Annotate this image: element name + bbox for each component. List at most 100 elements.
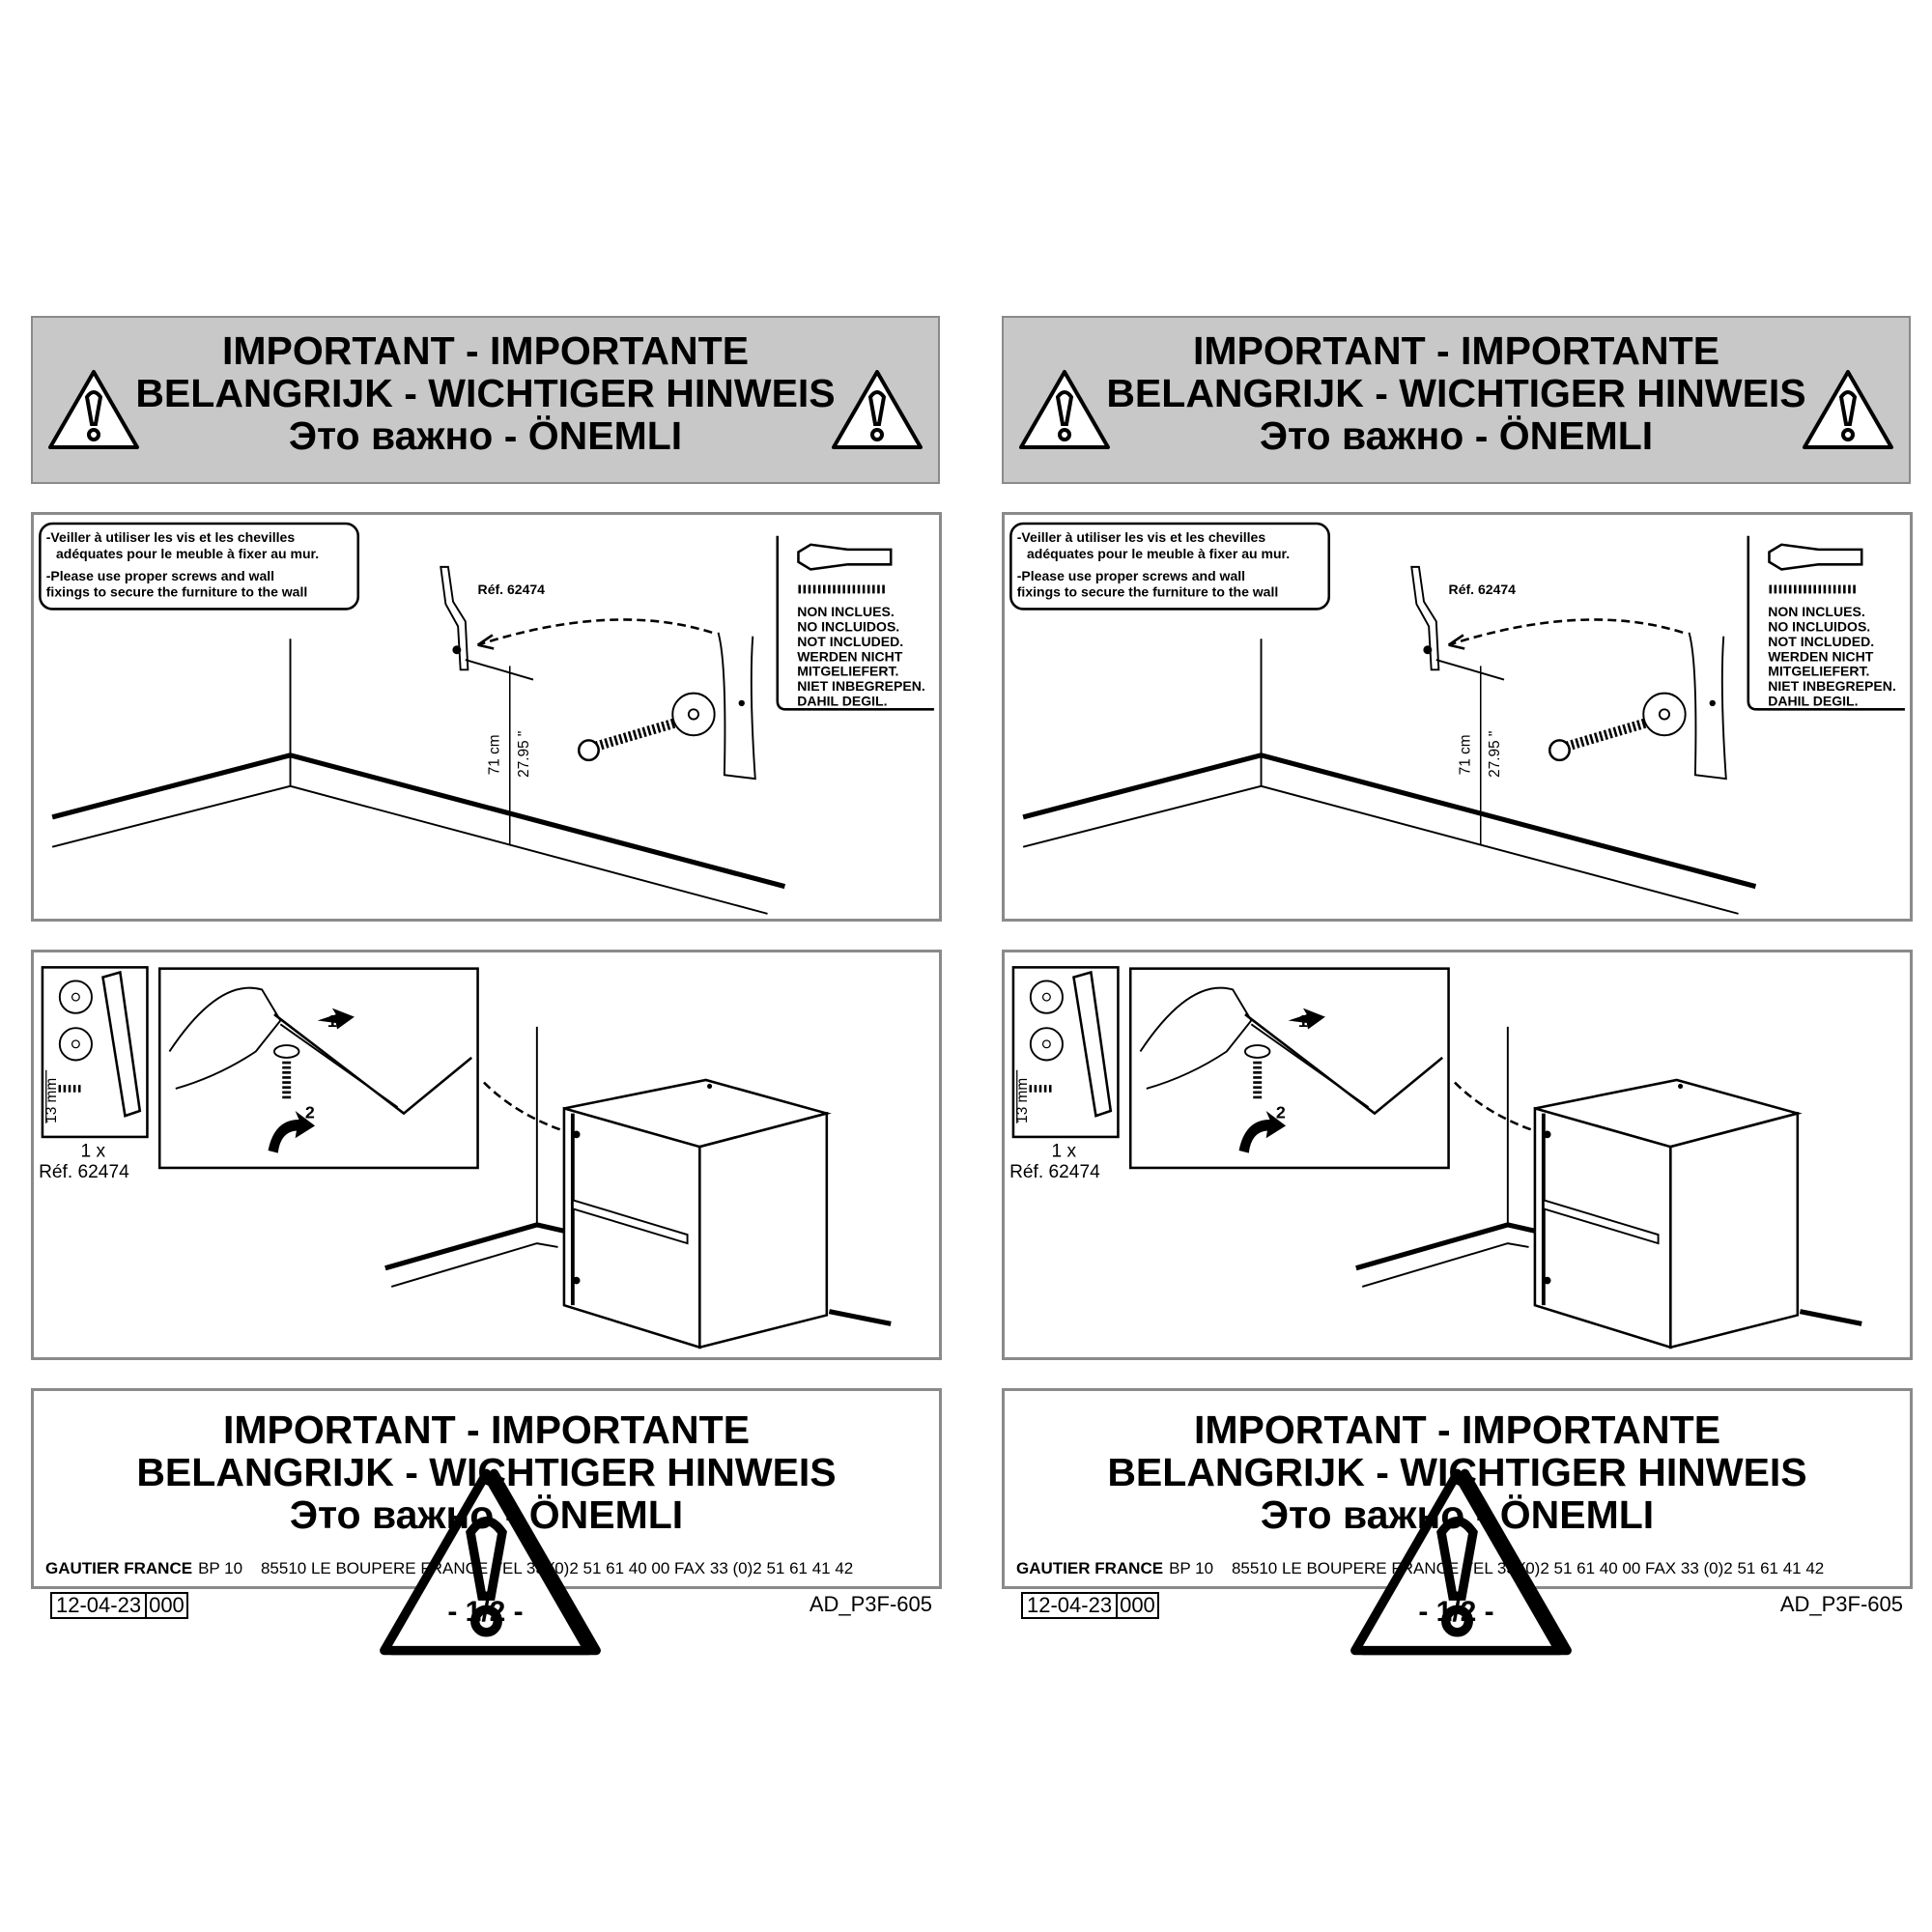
not-included-line: MITGELIEFERT.	[1768, 664, 1869, 679]
kit-ref: Réf. 62474	[39, 1162, 129, 1182]
revision: 000	[1116, 1594, 1157, 1617]
arrow-2-label: 2	[1276, 1103, 1286, 1122]
height-inches: 27.95 "	[1487, 731, 1503, 778]
revision: 000	[145, 1594, 186, 1617]
rotate-arrow-icon	[268, 1111, 316, 1153]
note-en-1: -Please use proper screws and wall	[46, 568, 274, 583]
height-cm: 71 cm	[1457, 734, 1473, 775]
not-included-line: NOT INCLUDED.	[797, 634, 903, 649]
instruction-sheet-left: IMPORTANT - IMPORTANTE BELANGRIJK - WICH…	[31, 0, 942, 1932]
note-en-2: fixings to secure the furniture to the w…	[46, 584, 308, 600]
note-en-2: fixings to secure the furniture to the w…	[1017, 584, 1279, 600]
company-address: GAUTIER FRANCE BP 10 85510 LE BOUPERE FR…	[1016, 1559, 1902, 1578]
panel-piece	[717, 632, 756, 781]
arrow-1-icon	[1288, 1008, 1325, 1030]
not-included-line: NO INCLUIDOS.	[1768, 618, 1870, 634]
footer-titles: IMPORTANT - IMPORTANTE BELANGRIJK - WICH…	[34, 1408, 939, 1536]
cabinet-icon	[1533, 1078, 1803, 1350]
bracket-ref: Réf. 62474	[1449, 582, 1517, 597]
page-footer: 12-04-23 000 - 1/2 - AD_P3F-605	[31, 1590, 940, 1629]
not-included-line: NON INCLUES.	[1768, 604, 1865, 619]
title-line-1: IMPORTANT - IMPORTANTE	[222, 1407, 751, 1452]
screw-icon	[1560, 718, 1648, 753]
note-en-1: -Please use proper screws and wall	[1017, 568, 1245, 583]
wall-height-step-panel: -Veiller à utiliser les vis et les chevi…	[1002, 512, 1913, 922]
hand-icon	[1139, 986, 1253, 1090]
not-included-line: MITGELIEFERT.	[797, 664, 898, 679]
kit-ref: Réf. 62474	[1009, 1162, 1100, 1182]
warning-icon	[48, 370, 139, 449]
title-line-3: Это важно - ÖNEMLI	[1259, 413, 1654, 458]
warning-icon	[380, 1468, 593, 1656]
company-name: GAUTIER FRANCE	[45, 1559, 193, 1577]
note-fr-2: adéquates pour le meuble à fixer au mur.	[1027, 546, 1290, 561]
title-line-3: Это важно - ÖNEMLI	[1260, 1492, 1655, 1537]
header-titles: IMPORTANT - IMPORTANTE BELANGRIJK - WICH…	[33, 329, 938, 457]
warning-icon	[832, 370, 923, 449]
wall-bracket-icon	[1410, 565, 1440, 671]
title-line-1: IMPORTANT - IMPORTANTE	[221, 328, 750, 373]
title-line-3: Это важно - ÖNEMLI	[289, 1492, 684, 1537]
arrow-1-label: 1	[1298, 1011, 1308, 1031]
instruction-sheet-right: IMPORTANT - IMPORTANTE BELANGRIJK - WICH…	[1002, 0, 1913, 1932]
warning-icon	[1803, 370, 1893, 449]
title-line-2: BELANGRIJK - WICHTIGER HINWEIS	[1107, 1450, 1807, 1494]
warning-icon	[1019, 370, 1110, 449]
wall-fixing-illustration: -Veiller à utiliser les vis et les chevi…	[39, 522, 934, 915]
footer-titles: IMPORTANT - IMPORTANTE BELANGRIJK - WICH…	[1005, 1408, 1910, 1536]
screw-icon	[589, 718, 677, 753]
arrow-1-label: 1	[327, 1011, 337, 1031]
not-included-line: NIET INBEGREPEN.	[797, 678, 925, 694]
bracket-icon	[1072, 970, 1113, 1118]
height-inches: 27.95 "	[516, 731, 532, 778]
important-footer-box: IMPORTANT - IMPORTANTE BELANGRIJK - WICH…	[1002, 1388, 1913, 1656]
date-stamp: 12-04-23 000	[50, 1592, 188, 1619]
address-text: BP 10 85510 LE BOUPERE FRANCE TEL 33 (0)…	[198, 1559, 854, 1577]
dashed-arrow	[477, 618, 713, 646]
rotate-arrow-icon	[1238, 1111, 1287, 1153]
title-line-1: IMPORTANT - IMPORTANTE	[1192, 328, 1720, 373]
dashed-arrow	[1448, 618, 1684, 646]
not-included-list: NON INCLUES. NO INCLUIDOS. NOT INCLUDED.…	[1768, 604, 1896, 708]
not-included-line: NOT INCLUDED.	[1768, 634, 1874, 649]
bracket-icon	[101, 970, 142, 1118]
bracket-ref: Réf. 62474	[478, 582, 546, 597]
important-header: IMPORTANT - IMPORTANTE BELANGRIJK - WICH…	[31, 316, 940, 484]
panel-piece	[1688, 632, 1727, 781]
cabinet-fixing-step-panel: 13 mm 1 x Réf. 62474 1 2	[1002, 950, 1913, 1360]
company-address: GAUTIER FRANCE BP 10 85510 LE BOUPERE FR…	[45, 1559, 931, 1578]
important-footer-box: IMPORTANT - IMPORTANTE BELANGRIJK - WICH…	[31, 1388, 942, 1656]
note-fr-1: -Veiller à utiliser les vis et les chevi…	[46, 529, 296, 545]
date-stamp: 12-04-23 000	[1021, 1592, 1159, 1619]
document-code: AD_P3F-605	[1779, 1592, 1903, 1616]
title-line-2: BELANGRIJK - WICHTIGER HINWEIS	[1106, 371, 1806, 415]
cabinet-fixing-illustration: 13 mm 1 x Réf. 62474 1 2	[1009, 966, 1862, 1350]
arrow-1-icon	[317, 1008, 355, 1030]
title-line-2: BELANGRIJK - WICHTIGER HINWEIS	[136, 1450, 837, 1494]
page-footer: 12-04-23 000 - 1/2 - AD_P3F-605	[1002, 1590, 1911, 1629]
wall-fixing-illustration: -Veiller à utiliser les vis et les chevi…	[1009, 522, 1905, 915]
height-cm: 71 cm	[486, 734, 502, 775]
title-line-3: Это важно - ÖNEMLI	[288, 413, 683, 458]
not-included-line: NON INCLUES.	[797, 604, 895, 619]
hand-icon	[168, 986, 282, 1090]
screw-length: 13 mm	[43, 1078, 60, 1123]
date: 12-04-23	[1027, 1593, 1113, 1617]
not-included-line: WERDEN NICHT	[1768, 648, 1874, 664]
not-included-list: NON INCLUES. NO INCLUIDOS. NOT INCLUDED.…	[797, 604, 925, 708]
wall-height-step-panel: -Veiller à utiliser les vis et les chevi…	[31, 512, 942, 922]
not-included-line: NO INCLUIDOS.	[797, 618, 899, 634]
cabinet-fixing-illustration: 13 mm 1 x Réf. 62474 1 2	[39, 966, 892, 1350]
not-included-line: DAHIL DEGIL.	[1768, 693, 1858, 708]
not-included-line: WERDEN NICHT	[797, 648, 903, 664]
not-included-line: NIET INBEGREPEN.	[1768, 678, 1896, 694]
title-line-1: IMPORTANT - IMPORTANTE	[1193, 1407, 1721, 1452]
document-code: AD_P3F-605	[809, 1592, 932, 1616]
wall-plug-icon	[797, 543, 893, 571]
warning-icon	[1350, 1468, 1564, 1656]
address-text: BP 10 85510 LE BOUPERE FRANCE TEL 33 (0)…	[1169, 1559, 1825, 1577]
wall-bracket-icon	[440, 565, 469, 671]
important-header: IMPORTANT - IMPORTANTE BELANGRIJK - WICH…	[1002, 316, 1911, 484]
header-titles: IMPORTANT - IMPORTANTE BELANGRIJK - WICH…	[1004, 329, 1909, 457]
date: 12-04-23	[56, 1593, 142, 1617]
